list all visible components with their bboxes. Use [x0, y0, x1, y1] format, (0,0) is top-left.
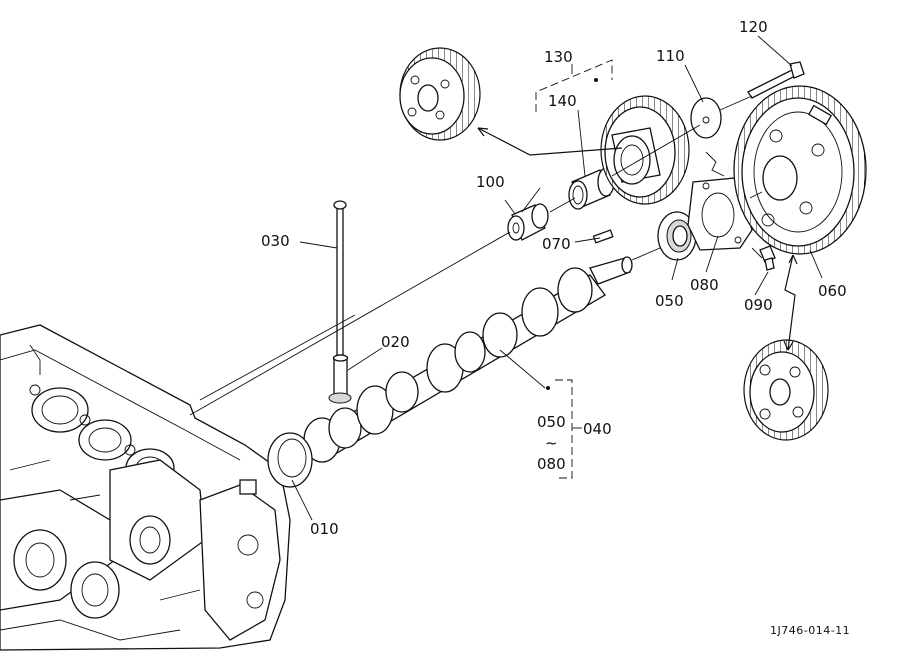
- label-010: 010: [310, 520, 339, 538]
- label-080-range: 080: [537, 455, 566, 473]
- label-050: 050: [655, 292, 684, 310]
- label-range-tilde: ~: [545, 434, 558, 452]
- bolt: [747, 61, 805, 99]
- reference-gear-bottom: [743, 339, 829, 441]
- label-120: 120: [739, 18, 768, 36]
- bracket-040: [555, 379, 582, 479]
- label-050-range: 050: [537, 413, 566, 431]
- assembly-lines: [189, 95, 798, 416]
- bracket-130: [535, 59, 613, 112]
- key: [592, 229, 614, 244]
- label-020: 020: [381, 333, 410, 351]
- idle-gear: [600, 95, 690, 205]
- label-130: 130: [544, 48, 573, 66]
- label-100: 100: [476, 173, 505, 191]
- seal-ring: [267, 432, 313, 488]
- bushing: [507, 203, 549, 241]
- label-030: 030: [261, 232, 290, 250]
- label-140: 140: [548, 92, 577, 110]
- label-080: 080: [690, 276, 719, 294]
- washer: [690, 97, 722, 139]
- label-090: 090: [744, 296, 773, 314]
- label-040: 040: [583, 420, 612, 438]
- reference-gear-top: [399, 47, 481, 141]
- cam-gear: [733, 85, 867, 255]
- label-110: 110: [656, 47, 685, 65]
- label-070: 070: [542, 235, 571, 253]
- camshaft: [303, 256, 633, 463]
- tappet: [328, 354, 352, 404]
- small-bolt: [759, 245, 776, 271]
- leader-lines: [291, 35, 823, 521]
- engine-block: [0, 324, 291, 651]
- bearing: [657, 211, 697, 261]
- label-060: 060: [818, 282, 847, 300]
- drawing-code: 1J746-014-11: [770, 624, 850, 637]
